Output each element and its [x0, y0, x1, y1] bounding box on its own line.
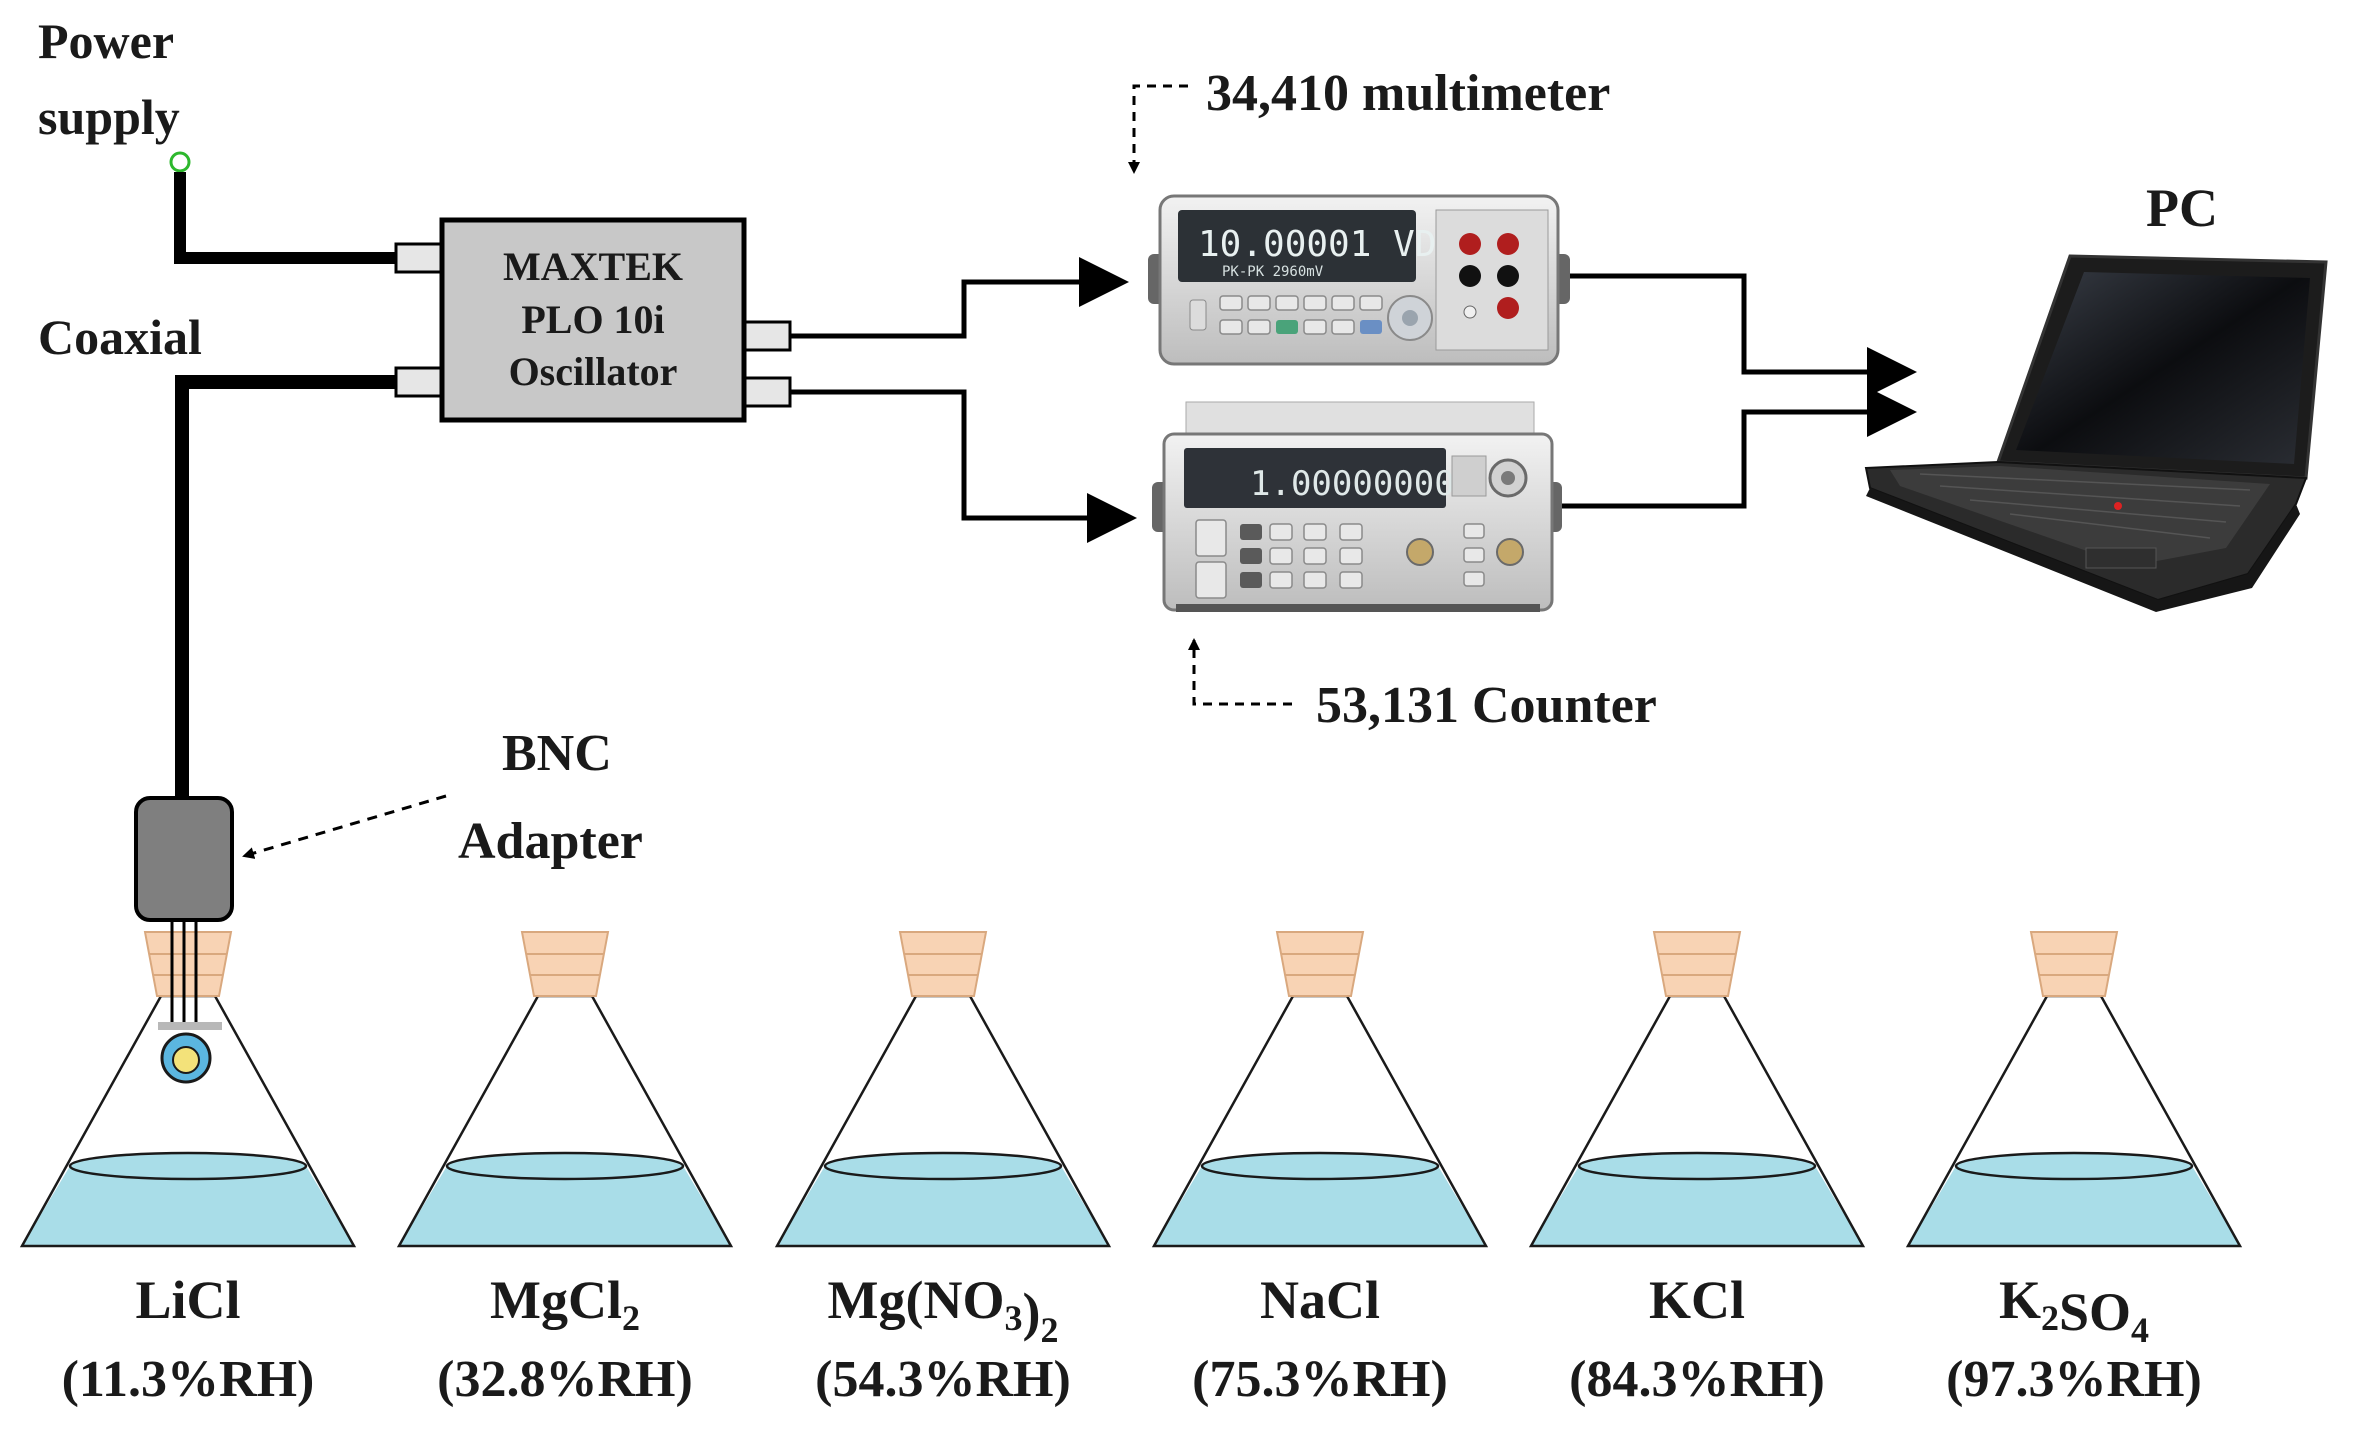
- oscillator-output-port-2: [742, 376, 792, 408]
- flask: [1905, 931, 2243, 1248]
- bnc-label-line2: Adapter: [458, 813, 643, 870]
- salt-label: LiCl: [135, 1270, 240, 1330]
- flask-stopper: [1275, 931, 1365, 997]
- rh-label: (54.3%RH): [815, 1351, 1071, 1408]
- coaxial-cable: [175, 375, 398, 800]
- flask-stopper: [143, 931, 233, 997]
- qcm-sensor: [158, 920, 222, 1084]
- counter-to-pc-wire: [1562, 387, 1917, 509]
- flask: [774, 931, 1112, 1248]
- liquid-surface: [1954, 1151, 2194, 1181]
- osc-to-multimeter-wire: [790, 257, 1129, 339]
- oscillator-label-line2: PLO 10i: [521, 297, 664, 342]
- coaxial-label: Coaxial: [38, 309, 202, 365]
- oscillator-box: [439, 217, 747, 423]
- rh-label: (75.3%RH): [1192, 1351, 1448, 1408]
- flask: [1151, 931, 1489, 1248]
- liquid-surface: [1200, 1151, 1440, 1181]
- rh-label: (32.8%RH): [437, 1351, 693, 1408]
- multimeter-sub-display: PK-PK 2960mV: [1222, 264, 1324, 280]
- oscillator-coax-port: [394, 366, 444, 398]
- salt-label: Mg(NO3)2: [828, 1270, 1059, 1350]
- rh-label: (11.3%RH): [62, 1351, 315, 1408]
- bnc-adapter: [134, 796, 234, 922]
- multimeter-device: 10.00001 VDC PK-PK 2960mV: [1148, 194, 1570, 366]
- flask: [1528, 931, 1866, 1248]
- flask-stopper: [1652, 931, 1742, 997]
- flask-liquid: [777, 1166, 1109, 1246]
- flask-liquid: [399, 1166, 731, 1246]
- flask-liquid: [22, 1166, 354, 1246]
- liquid-surface: [68, 1151, 308, 1181]
- liquid-surface: [1577, 1151, 1817, 1181]
- flask-liquid: [1531, 1166, 1863, 1246]
- power-supply-label-line2: supply: [38, 89, 180, 145]
- oscillator-label-line3: Oscillator: [509, 349, 678, 394]
- flask-stopper: [520, 931, 610, 997]
- oscillator-label-line1: MAXTEK: [503, 244, 683, 289]
- salt-label: KCl: [1649, 1270, 1745, 1330]
- multimeter-label: 34,410 multimeter: [1206, 65, 1610, 122]
- flask-row: [19, 931, 2243, 1248]
- flask-stopper: [898, 931, 988, 997]
- rh-label: (84.3%RH): [1569, 1351, 1825, 1408]
- osc-to-counter-wire: [790, 389, 1137, 543]
- flask: [396, 931, 734, 1248]
- rh-label: (97.3%RH): [1946, 1351, 2202, 1408]
- salt-label: K2SO4: [1999, 1270, 2149, 1350]
- counter-device: 1.000000000: [1152, 401, 1562, 612]
- power-cable: [174, 172, 398, 264]
- power-supply-label-line1: Power: [38, 13, 174, 69]
- multimeter-to-pc-wire: [1570, 273, 1917, 397]
- salt-label: NaCl: [1260, 1270, 1380, 1330]
- flask-liquid: [1908, 1166, 2240, 1246]
- pc-label: PC: [2146, 178, 2218, 238]
- flask-stopper: [2029, 931, 2119, 997]
- liquid-surface: [823, 1151, 1063, 1181]
- oscillator-power-port: [394, 242, 444, 274]
- flask: [19, 931, 357, 1248]
- bnc-pointer: [242, 794, 447, 859]
- bnc-label-line1: BNC: [502, 725, 612, 782]
- counter-pointer: [1188, 638, 1292, 706]
- liquid-surface: [445, 1151, 685, 1181]
- multimeter-display: 10.00001 VDC: [1198, 224, 1458, 265]
- laptop-icon: [1864, 254, 2328, 612]
- oscillator-output-port-1: [742, 320, 792, 352]
- flask-label-row: LiCl (11.3%RH) MgCl2 (32.8%RH) Mg(NO3)2(54.3…: [62, 1270, 2202, 1408]
- salt-label: MgCl2: [490, 1270, 640, 1338]
- counter-label: 53,131 Counter: [1316, 677, 1657, 734]
- power-terminal-icon: [169, 151, 191, 173]
- counter-display: 1.000000000: [1250, 464, 1475, 504]
- multimeter-pointer: [1128, 84, 1188, 174]
- flask-liquid: [1154, 1166, 1486, 1246]
